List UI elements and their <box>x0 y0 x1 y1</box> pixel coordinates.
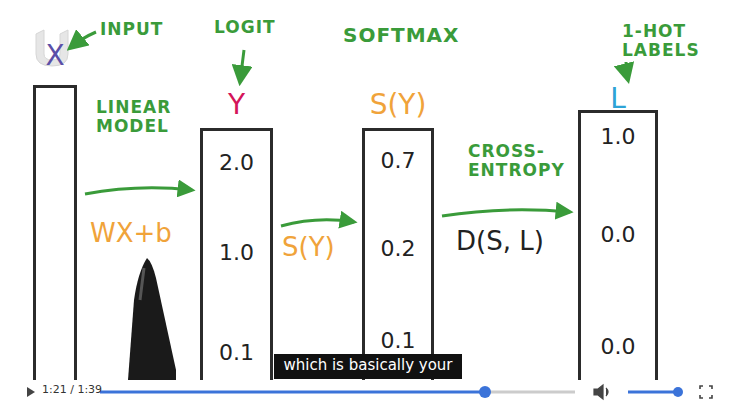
pen-highlight <box>140 268 144 300</box>
subtitle-text: which is basically your <box>274 357 462 374</box>
value-text: 0.7 <box>381 149 416 173</box>
play-icon <box>27 387 35 397</box>
flow-arrow <box>281 220 354 226</box>
box-heading: L <box>610 85 626 113</box>
process-box: L1.00.00.0 <box>578 110 658 395</box>
callout-text: INPUT <box>100 20 180 39</box>
box-heading: Y <box>228 91 245 119</box>
callout-text: SOFTMAX <box>343 24 473 46</box>
fullscreen-icon <box>700 386 712 398</box>
leader-arrow <box>626 62 628 80</box>
leader-arrow <box>70 32 96 48</box>
volume-bar <box>628 391 678 394</box>
volume-icon <box>594 385 608 399</box>
leader-arrow <box>240 50 244 82</box>
volume-knob <box>673 387 683 397</box>
value-text: 0.2 <box>381 237 416 261</box>
callout-text: LOGIT <box>214 18 294 37</box>
progress-played <box>100 391 485 394</box>
progress-rest <box>485 391 575 394</box>
pen-illustration <box>128 258 176 380</box>
box-heading: X <box>45 42 64 70</box>
arrow-caption: CROSS-ENTROPY <box>468 142 568 179</box>
value-text: 2.0 <box>219 151 254 175</box>
bar-ground <box>0 380 734 403</box>
value-text: 0.0 <box>601 335 636 359</box>
value-text: 1.0 <box>219 241 254 265</box>
box-heading: S(Y) <box>370 91 427 119</box>
value-text: 0.0 <box>601 223 636 247</box>
process-box: X <box>33 85 77 395</box>
flow-arrow <box>442 210 570 216</box>
arrow-caption: LINEAR MODEL <box>96 98 192 135</box>
arrow-formula: S(Y) <box>282 234 335 260</box>
progress-knob <box>479 386 491 398</box>
value-text: 0.1 <box>381 329 416 353</box>
value-text: 1.0 <box>601 125 636 149</box>
arrow-formula: WX+b <box>90 220 172 246</box>
arrow-formula: D(S, L) <box>456 228 544 254</box>
flow-arrow <box>85 188 192 194</box>
callout-text: 1-HOT LABELS <box>622 22 698 59</box>
process-box: Y2.01.00.1 <box>200 128 273 395</box>
value-text: 0.1 <box>219 341 254 365</box>
time-display: 1:21 / 1:39 <box>42 384 122 396</box>
player-bar <box>0 380 734 403</box>
